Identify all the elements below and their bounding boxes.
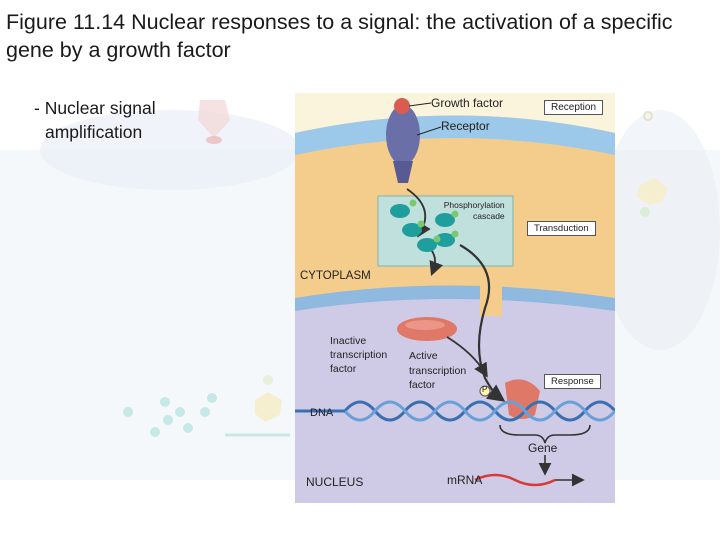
phosphorylation-label: Phosphorylation cascade (440, 200, 505, 222)
transduction-box: Transduction (527, 221, 596, 236)
active-tf-label: Active transcription factor (409, 349, 466, 393)
slide-title: Figure 11.14 Nuclear responses to a sign… (6, 10, 673, 62)
receptor-shape (386, 105, 420, 165)
cytoplasm-label: CYTOPLASM (300, 270, 371, 282)
nucleus-label: NUCLEUS (306, 475, 364, 489)
bullet-text: - Nuclear signal amplification (34, 96, 156, 144)
nucleus-region (295, 299, 615, 503)
active-tf-line-2: transcription (409, 364, 467, 377)
receptor-label: Receptor (441, 119, 490, 133)
dna-strand-1 (343, 400, 615, 422)
response-box: Response (544, 374, 601, 389)
kinase-molecules (390, 204, 455, 252)
gene-bracket (499, 424, 591, 444)
inactive-tf-line-2: transcription (330, 349, 388, 361)
dna-strand-2 (343, 400, 615, 422)
inactive-tf-label: Inactive transcription factor (330, 334, 387, 376)
pathway-diagram (295, 93, 615, 503)
active-tf-line-3: factor (409, 379, 436, 391)
signal-pathway-figure: Growth factor Receptor Reception Phospho… (295, 93, 615, 503)
translocation-arrow (459, 244, 506, 402)
phosphorylation-line-2: cascade (473, 211, 505, 221)
mrna-strand (474, 473, 556, 487)
mrna-label: mRNA (447, 473, 483, 487)
growth-factor-label: Growth factor (431, 96, 504, 110)
phosphorylation-line-1: Phosphorylation (443, 200, 505, 210)
active-tf-shape (505, 379, 540, 419)
inactive-tf-line-3: factor (330, 363, 357, 375)
bullet-line-2: amplification (45, 122, 143, 142)
bullet-line-1: - Nuclear signal (34, 98, 156, 118)
active-tf-line-1: Active (409, 350, 438, 362)
dna-label: DNA (310, 407, 334, 419)
reception-box: Reception (544, 100, 604, 115)
gene-label: Gene (528, 441, 558, 455)
inactive-tf-line-1: Inactive (330, 335, 367, 347)
plasma-membrane (295, 115, 615, 155)
extracellular-space (295, 93, 615, 133)
phosphate-label: P (482, 385, 488, 394)
growth-factor-molecule (394, 98, 410, 114)
